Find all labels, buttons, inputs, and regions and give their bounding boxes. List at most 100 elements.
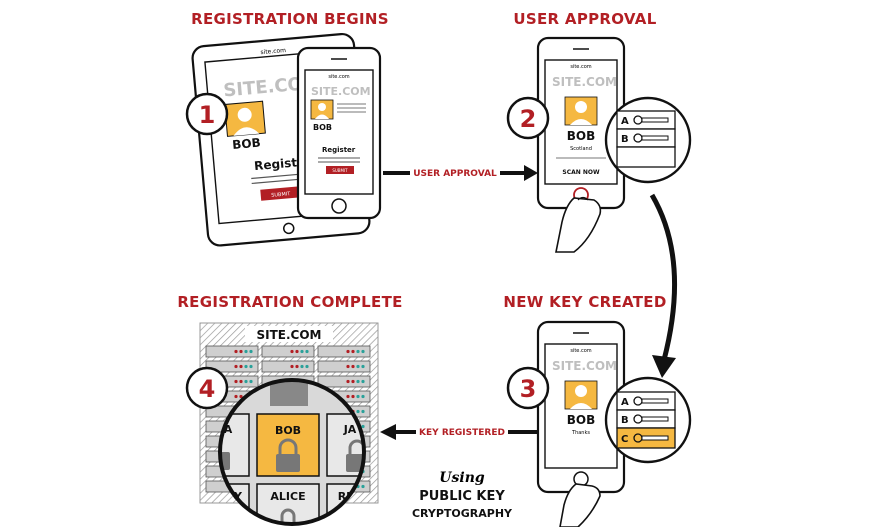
lock-icon (276, 438, 300, 472)
step3-number: 3 (520, 375, 537, 403)
footer-caption: Using PUBLIC KEY CRYPTOGRAPHY (412, 470, 513, 520)
arrow-user-approval: USER APPROVAL (383, 165, 538, 181)
step2-finger (555, 196, 602, 253)
step1-phone-submit-label: SUBMIT (332, 168, 348, 173)
server-light (351, 349, 355, 354)
step1-phone-register: Register (322, 146, 356, 154)
server-light (361, 424, 365, 429)
arrow-key-registered-label: KEY REGISTERED (419, 428, 505, 438)
server-light (239, 364, 243, 369)
footer-using: Using (439, 470, 485, 486)
step2-number: 2 (520, 105, 537, 133)
step1-heading-text: REGISTRATION BEGINS (191, 10, 389, 28)
step4-heading: REGISTRATION COMPLETE (177, 293, 402, 311)
server-unit (261, 345, 315, 358)
server-light (351, 364, 355, 369)
server-unit (205, 360, 259, 373)
step3-key-b: B (621, 415, 629, 426)
tablet-url: site.com (260, 47, 286, 56)
step1-phone-user: BOB (313, 123, 332, 132)
server-light (234, 349, 238, 354)
server-unit (317, 375, 371, 388)
server-light (249, 364, 253, 369)
step3-key-c: C (621, 434, 628, 445)
server-light (300, 349, 304, 354)
step2-subtext: Scotland (570, 146, 592, 152)
key-icon (633, 396, 669, 406)
server-light (249, 379, 253, 384)
server-light (346, 349, 350, 354)
server-light (290, 349, 294, 354)
server-unit (317, 360, 371, 373)
server-light (361, 484, 365, 489)
tablet-submit-button (260, 186, 302, 201)
step2-phone: site.com SITE.COM BOB Scotland SCAN NOW (536, 36, 626, 210)
step2-key-magnifier: A B (604, 96, 692, 184)
step2-key-b: B (621, 134, 629, 145)
step3-finger (559, 483, 601, 527)
server-unit (261, 360, 315, 373)
server-light (346, 379, 350, 384)
server-light (295, 349, 299, 354)
server-unit (205, 345, 259, 358)
server-light (356, 379, 360, 384)
arrow-user-approval-label: USER APPROVAL (413, 169, 497, 179)
step1-phone-site: SITE.COM (311, 85, 371, 98)
server-light (356, 409, 360, 414)
step2-site: SITE.COM (552, 75, 617, 89)
key-icon (633, 115, 669, 125)
key-icon (633, 433, 669, 443)
step3-subtext: Thanks (571, 430, 590, 436)
server-light (244, 364, 248, 369)
server-title: SITE.COM (257, 328, 322, 342)
key-icon (633, 133, 669, 143)
step3-heading: NEW KEY CREATED (503, 293, 666, 311)
step2-url: site.com (570, 64, 591, 70)
step2-scan-now: SCAN NOW (562, 169, 600, 176)
server-light (239, 394, 243, 399)
arrow-curve-down (649, 193, 678, 361)
server-magnifier: A BOB JA Y ALICE RI (218, 378, 366, 526)
cell-a: A (224, 423, 233, 436)
step3-site: SITE.COM (552, 359, 617, 373)
arrow-key-registered: KEY REGISTERED (380, 424, 538, 440)
server-light (361, 379, 365, 384)
step2-number-badge: 2 (506, 96, 550, 140)
step3-user: BOB (567, 413, 596, 427)
server-light (290, 364, 294, 369)
server-light (244, 349, 248, 354)
step2-key-a: A (621, 116, 629, 127)
server-light (239, 379, 243, 384)
footer-line2: CRYPTOGRAPHY (412, 507, 513, 520)
key-icon (633, 414, 669, 424)
server-light (239, 349, 243, 354)
cell-alice: ALICE (270, 490, 305, 503)
server-light (244, 379, 248, 384)
server-light (305, 364, 309, 369)
cell-bob: BOB (275, 424, 301, 437)
step4-number: 4 (199, 375, 216, 403)
step1-number: 1 (199, 101, 216, 129)
server-light (234, 394, 238, 399)
server-light (305, 349, 309, 354)
footer-line1: PUBLIC KEY (419, 489, 505, 504)
step2-user: BOB (567, 129, 596, 143)
step1-phone-submit-button (326, 166, 354, 174)
server-light (234, 379, 238, 384)
server-light (234, 364, 238, 369)
step4-number-badge: 4 (185, 366, 229, 410)
cell-ja: JA (343, 423, 357, 436)
step3-key-a: A (621, 397, 629, 408)
tablet-submit-label: SUBMIT (271, 191, 291, 199)
server-unit (317, 345, 371, 358)
server-light (356, 364, 360, 369)
server-light (346, 364, 350, 369)
cell-y: Y (233, 490, 243, 503)
server-light (351, 379, 355, 384)
server-light (361, 349, 365, 354)
step3-url: site.com (570, 348, 591, 354)
step1-heading: REGISTRATION BEGINS (191, 10, 389, 28)
step1-phone-url: site.com (328, 74, 349, 80)
server-light (361, 409, 365, 414)
